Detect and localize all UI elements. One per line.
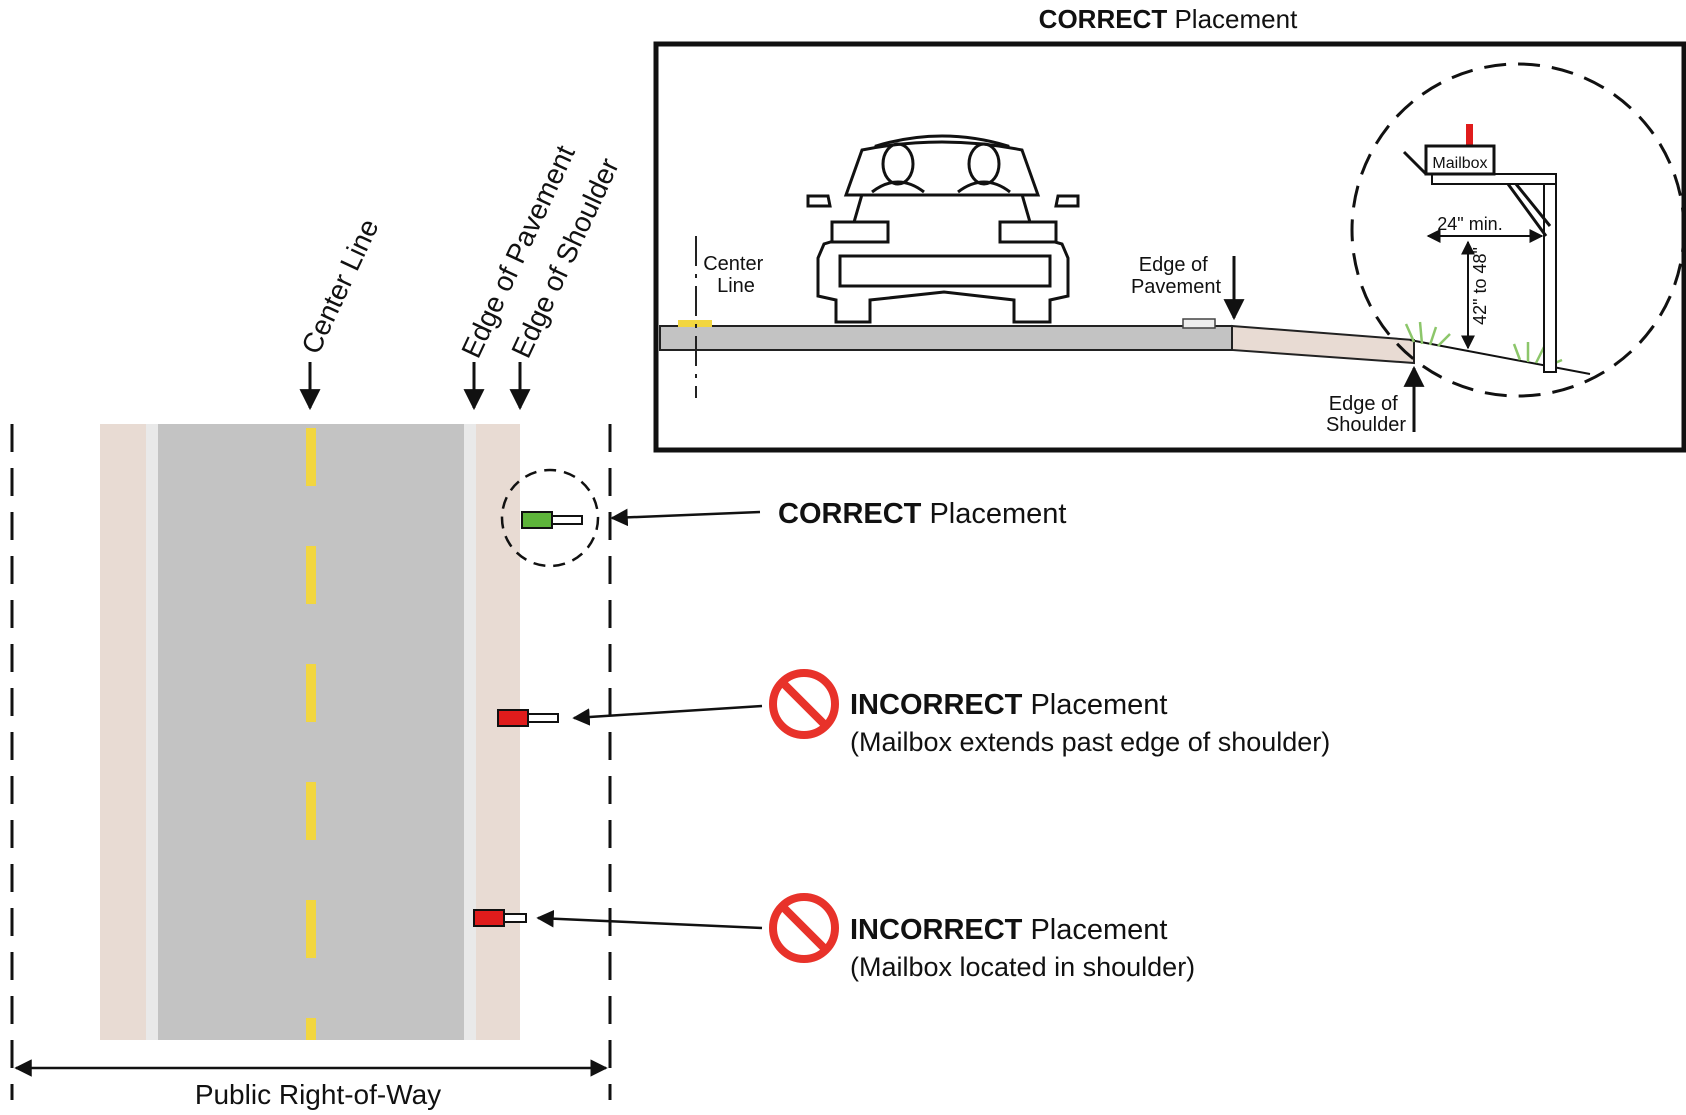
inset-detail-circle bbox=[1350, 62, 1686, 398]
callout-incorrect-2-note: (Mailbox located in shoulder) bbox=[850, 952, 1195, 982]
incorrect-mailbox-2 bbox=[473, 909, 505, 927]
callout-incorrect-1-title: INCORRECT Placement bbox=[850, 689, 1167, 721]
inset-center-line-label: Center Line bbox=[703, 253, 769, 297]
incorrect-1-callout-arrow bbox=[572, 704, 763, 726]
offset-dimension-label: 24" min. bbox=[1437, 214, 1502, 234]
grass-tufts bbox=[1404, 321, 1563, 368]
mailbox-door bbox=[1402, 150, 1428, 176]
inset-title: CORRECT Placement bbox=[1039, 4, 1298, 34]
incorrect-2-callout-arrow bbox=[536, 909, 763, 930]
right-edge-stripe bbox=[464, 424, 476, 1040]
inset-pavement bbox=[659, 325, 1233, 351]
right-shoulder bbox=[476, 424, 520, 1040]
correct-detail-circle bbox=[500, 468, 600, 568]
inset-edge-of-shoulder-label: Edge of Shoulder bbox=[1326, 393, 1406, 436]
prohibit-icon bbox=[769, 893, 839, 963]
inset-center-stripe bbox=[678, 320, 712, 327]
mailbox-label: Mailbox bbox=[1432, 155, 1487, 172]
mailbox-box bbox=[1424, 144, 1496, 176]
correct-mailbox-arm bbox=[551, 515, 583, 525]
left-edge-stripe bbox=[146, 424, 158, 1040]
inset-edge-of-pavement-label: Edge of Pavement bbox=[1131, 254, 1221, 298]
mailbox-flag bbox=[1466, 124, 1473, 148]
mailbox-brace bbox=[1506, 183, 1552, 237]
incorrect-mailbox-1 bbox=[497, 709, 529, 727]
car-illustration bbox=[806, 134, 1080, 324]
height-dimension-label: 42" to 48" bbox=[1470, 247, 1490, 325]
right-of-way-label: Public Right-of-Way bbox=[195, 1079, 441, 1110]
center-line-stripes bbox=[306, 428, 316, 1040]
correct-mailbox bbox=[521, 511, 553, 529]
incorrect-mailbox-2-arm bbox=[503, 913, 527, 923]
prohibit-icon bbox=[769, 669, 839, 739]
inset-frame bbox=[653, 41, 1686, 453]
correct-callout-arrow bbox=[610, 508, 761, 527]
left-shoulder bbox=[100, 424, 146, 1040]
incorrect-mailbox-1-arm bbox=[527, 713, 559, 723]
callout-incorrect-1-note: (Mailbox extends past edge of shoulder) bbox=[850, 727, 1330, 757]
inset-shoulder bbox=[1231, 324, 1415, 365]
callout-incorrect-2-title: INCORRECT Placement bbox=[850, 914, 1167, 946]
car-occupants bbox=[871, 142, 1011, 194]
mailbox-post bbox=[1543, 179, 1557, 373]
callout-correct-title: CORRECT Placement bbox=[778, 498, 1066, 530]
inset-edge-stripe bbox=[1182, 318, 1216, 329]
plan-center-line-label: Center Line bbox=[295, 214, 384, 358]
